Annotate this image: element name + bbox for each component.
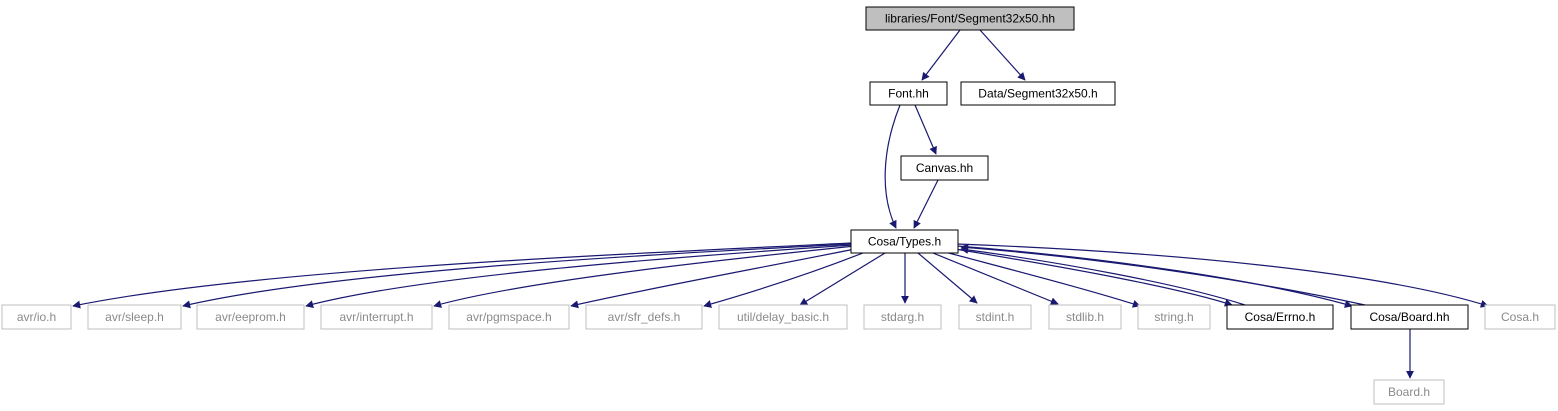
node-label-delay: util/delay_basic.h bbox=[737, 310, 829, 324]
node-label-errno: Cosa/Errno.h bbox=[1245, 310, 1316, 324]
edge-board-to-types bbox=[960, 243, 1366, 306]
node-label-stdint: stdint.h bbox=[976, 310, 1015, 324]
node-label-board: Cosa/Board.hh bbox=[1369, 310, 1449, 324]
edge-types-to-errno bbox=[954, 248, 1233, 307]
edge-canvas-to-types bbox=[913, 179, 939, 229]
node-box-pgmspace bbox=[448, 304, 570, 330]
node-label-string: string.h bbox=[1154, 310, 1193, 324]
node-interrupt: avr/interrupt.h bbox=[320, 304, 433, 330]
edge-font-to-canvas bbox=[914, 104, 937, 155]
node-types[interactable]: Cosa/Types.h bbox=[850, 229, 959, 254]
node-stdlib: stdlib.h bbox=[1048, 304, 1122, 330]
node-label-font: Font.hh bbox=[888, 87, 929, 101]
node-label-io: avr/io.h bbox=[17, 310, 56, 324]
node-label-stdarg: stdarg.h bbox=[881, 310, 924, 324]
node-box-sleep bbox=[87, 304, 182, 330]
node-box-stdint bbox=[958, 304, 1032, 330]
node-box-stdlib bbox=[1048, 304, 1122, 330]
node-io: avr/io.h bbox=[1, 304, 72, 330]
node-box-io bbox=[1, 304, 72, 330]
node-box-boardh bbox=[1373, 379, 1445, 405]
edge-types-to-stdint bbox=[917, 252, 978, 304]
edge-errno-to-types bbox=[960, 245, 1246, 306]
node-stdarg: stdarg.h bbox=[863, 304, 942, 330]
node-box-cosa bbox=[1484, 304, 1556, 330]
node-stdint: stdint.h bbox=[958, 304, 1032, 330]
edges-layer bbox=[72, 29, 1489, 379]
node-cosa: Cosa.h bbox=[1484, 304, 1556, 330]
node-board[interactable]: Cosa/Board.hh bbox=[1350, 304, 1469, 330]
node-sleep: avr/sleep.h bbox=[87, 304, 182, 330]
node-sfr: avr/sfr_defs.h bbox=[585, 304, 703, 330]
node-boardh: Board.h bbox=[1373, 379, 1445, 405]
node-label-sleep: avr/sleep.h bbox=[105, 310, 164, 324]
node-label-data: Data/Segment32x50.h bbox=[978, 87, 1097, 101]
node-canvas[interactable]: Canvas.hh bbox=[900, 155, 989, 181]
node-root[interactable]: libraries/Font/Segment32x50.hh bbox=[865, 6, 1075, 31]
edge-types-to-eeprom bbox=[305, 244, 854, 309]
edge-types-to-interrupt bbox=[433, 245, 856, 308]
edge-types-to-sfr bbox=[703, 250, 869, 308]
edge-types-to-delay bbox=[799, 252, 886, 306]
node-box-font bbox=[869, 81, 948, 106]
edge-types-to-cosa bbox=[956, 243, 1489, 308]
node-box-sfr bbox=[585, 304, 703, 330]
node-label-eeprom: avr/eeprom.h bbox=[215, 310, 286, 324]
node-box-types bbox=[850, 229, 959, 254]
node-label-canvas: Canvas.hh bbox=[916, 161, 973, 175]
node-label-cosa: Cosa.h bbox=[1501, 310, 1539, 324]
node-box-string bbox=[1137, 304, 1211, 330]
node-box-canvas bbox=[900, 155, 989, 181]
node-delay: util/delay_basic.h bbox=[718, 304, 848, 330]
node-box-root bbox=[865, 6, 1075, 31]
node-label-root: libraries/Font/Segment32x50.hh bbox=[885, 12, 1055, 26]
edge-types-to-sleep bbox=[182, 243, 853, 309]
node-data[interactable]: Data/Segment32x50.h bbox=[960, 81, 1116, 106]
node-eeprom: avr/eeprom.h bbox=[196, 304, 305, 330]
node-label-boardh: Board.h bbox=[1388, 385, 1430, 399]
node-box-board bbox=[1350, 304, 1469, 330]
node-font[interactable]: Font.hh bbox=[869, 81, 948, 106]
node-label-interrupt: avr/interrupt.h bbox=[339, 310, 413, 324]
edge-types-to-string bbox=[944, 251, 1141, 308]
node-string: string.h bbox=[1137, 304, 1211, 330]
node-pgmspace: avr/pgmspace.h bbox=[448, 304, 570, 330]
node-label-sfr: avr/sfr_defs.h bbox=[608, 310, 681, 324]
edge-types-to-pgmspace bbox=[570, 247, 861, 309]
edge-font-to-types bbox=[884, 104, 901, 229]
node-label-pgmspace: avr/pgmspace.h bbox=[466, 310, 551, 324]
node-label-stdlib: stdlib.h bbox=[1066, 310, 1104, 324]
node-box-stdarg bbox=[863, 304, 942, 330]
node-box-interrupt bbox=[320, 304, 433, 330]
node-label-types: Cosa/Types.h bbox=[868, 235, 941, 249]
edge-root-to-data bbox=[979, 29, 1026, 81]
node-box-data bbox=[960, 81, 1116, 106]
edge-root-to-font bbox=[921, 29, 961, 81]
node-box-errno bbox=[1226, 304, 1334, 330]
node-box-delay bbox=[718, 304, 848, 330]
edge-types-to-stdlib bbox=[932, 252, 1059, 305]
node-box-eeprom bbox=[196, 304, 305, 330]
node-errno[interactable]: Cosa/Errno.h bbox=[1226, 304, 1334, 330]
edge-types-to-io bbox=[72, 242, 853, 309]
edge-types-to-board bbox=[956, 245, 1353, 308]
